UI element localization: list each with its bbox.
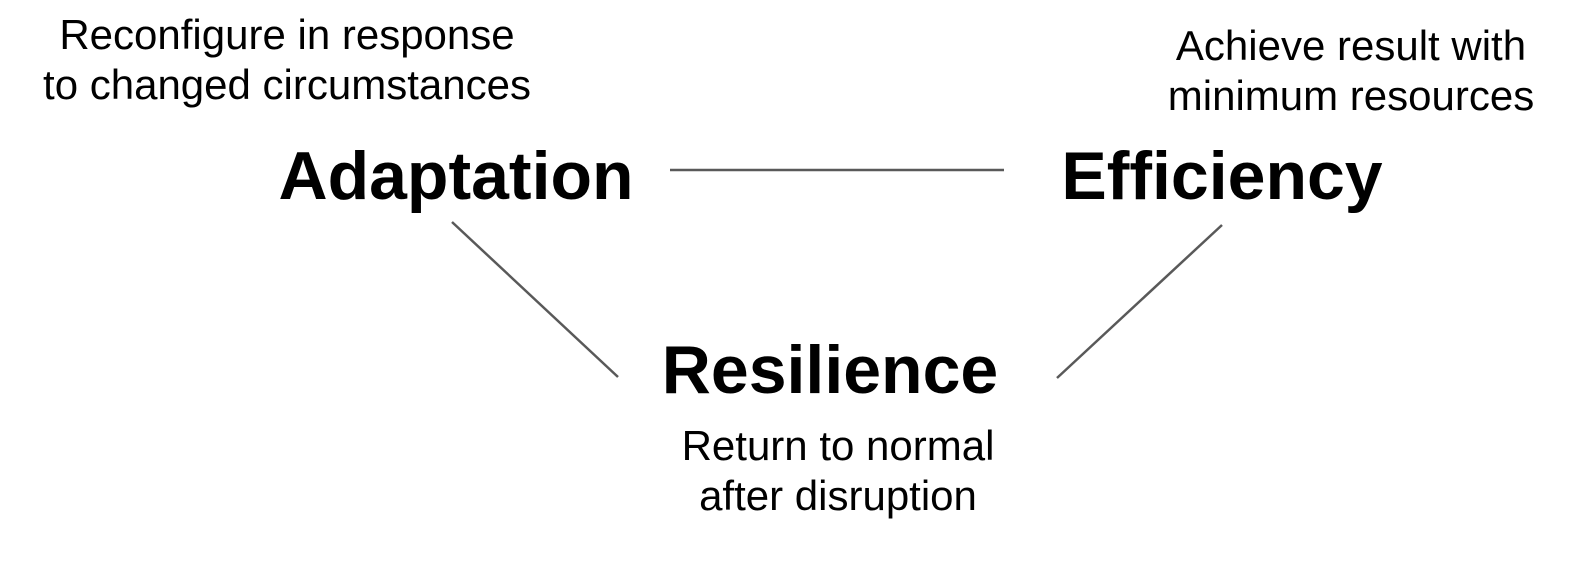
description-line: to changed circumstances [43,61,531,108]
node-description-efficiency: Achieve result with minimum resources [1168,21,1534,121]
node-description-resilience: Return to normal after disruption [682,421,995,521]
edge-adaptation-resilience [451,221,619,378]
edge-efficiency-resilience [1056,224,1223,379]
node-description-adaptation: Reconfigure in response to changed circu… [43,10,531,110]
description-line: minimum resources [1167,72,1535,119]
node-label-efficiency: Efficiency [1061,138,1383,214]
description-line: after disruption [699,472,977,519]
node-label-resilience: Resilience [661,332,999,408]
description-line: Achieve result with [1175,22,1527,69]
description-line: Return to normal [681,422,995,469]
node-label-adaptation: Adaptation [278,138,634,214]
description-line: Reconfigure in response [59,11,515,58]
